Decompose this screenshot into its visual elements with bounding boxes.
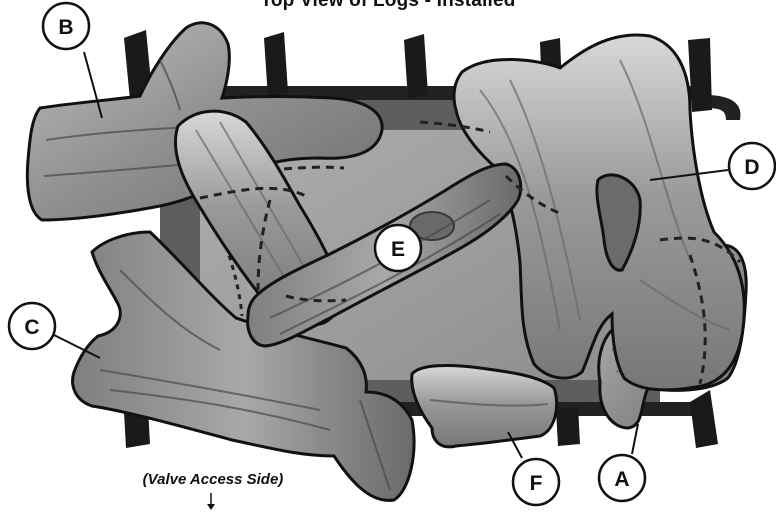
callout-b-label: B — [58, 16, 73, 39]
callout-c-label: C — [24, 316, 39, 339]
callout-a-label: A — [614, 468, 629, 491]
valve-access-side-label: (Valve Access Side) — [128, 471, 298, 488]
callout-a: A — [599, 424, 645, 501]
callout-d-label: D — [744, 156, 759, 179]
log-f — [412, 366, 557, 447]
callout-f: F — [508, 432, 559, 505]
callout-e-label: E — [391, 238, 405, 261]
down-arrow-icon — [205, 493, 217, 511]
callout-f-label: F — [530, 472, 543, 495]
callout-e: E — [375, 225, 421, 271]
